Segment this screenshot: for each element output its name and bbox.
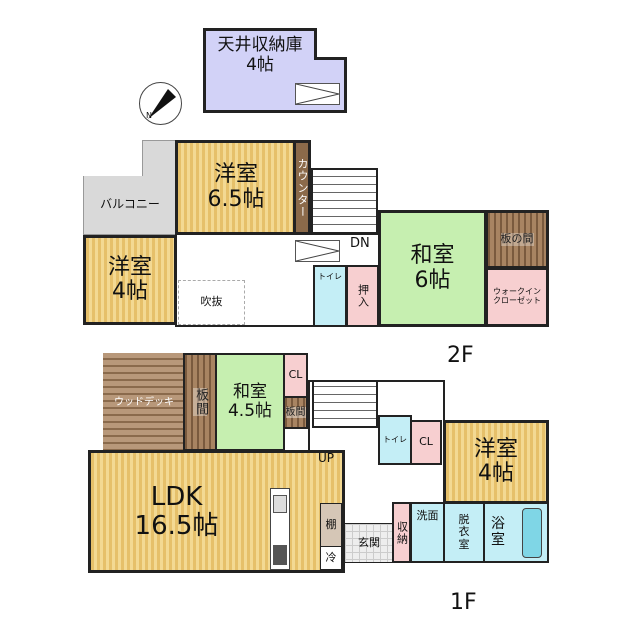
entrance-genkan[interactable]: 玄関 — [344, 523, 394, 563]
oshiire-closet: 押入 — [346, 265, 379, 327]
stairs-up-label: UP — [318, 451, 335, 465]
floor-2f-label: 2F — [447, 343, 474, 368]
stairs-1f[interactable] — [312, 380, 378, 428]
compass-needle-icon — [148, 89, 176, 119]
compass-north-label: N — [146, 111, 152, 120]
balcony — [142, 140, 177, 180]
toilet-1f[interactable]: トイレ — [378, 415, 412, 465]
storage: 収納 — [392, 502, 411, 563]
wood-floor-space: 板の間 — [485, 210, 549, 269]
attic-name: 天井収納庫 — [217, 35, 303, 55]
stairs-dn-label: DN — [350, 236, 370, 251]
sink-icon — [273, 495, 287, 513]
attic-size: 4帖 — [246, 54, 274, 75]
floor-1f-label: 1F — [450, 590, 477, 615]
bathtub-icon — [522, 508, 542, 558]
wood-deck: ウッドデッキ — [103, 353, 185, 451]
toilet-2f[interactable]: トイレ — [313, 265, 347, 327]
stove-icon — [273, 545, 287, 565]
balcony-main: バルコニー — [83, 176, 177, 235]
shelf: 棚 — [320, 503, 342, 547]
fridge-space: 冷 — [320, 546, 342, 570]
kitchen-counter — [270, 488, 290, 570]
wood-floor-a: 板間 — [183, 353, 217, 451]
wood-floor-b: 板間 — [283, 396, 308, 429]
closet-cl-b: CL — [410, 420, 442, 465]
balcony-label: バルコニー — [100, 197, 160, 212]
dressing-room: 脱衣室 — [443, 502, 485, 563]
counter: カウンター — [293, 140, 311, 235]
closet-cl-a: CL — [283, 353, 308, 398]
stairs-2f[interactable] — [311, 168, 378, 234]
stairs-arrow — [295, 240, 340, 262]
walk-in-closet: ウォークインクローゼット — [485, 267, 549, 327]
compass: N — [139, 82, 182, 125]
attic-ladder — [295, 83, 340, 105]
attic-storage: 天井収納庫 4帖 — [203, 28, 347, 113]
void-atrium: 吹抜 — [178, 280, 245, 325]
washroom: 洗面 — [410, 502, 445, 563]
